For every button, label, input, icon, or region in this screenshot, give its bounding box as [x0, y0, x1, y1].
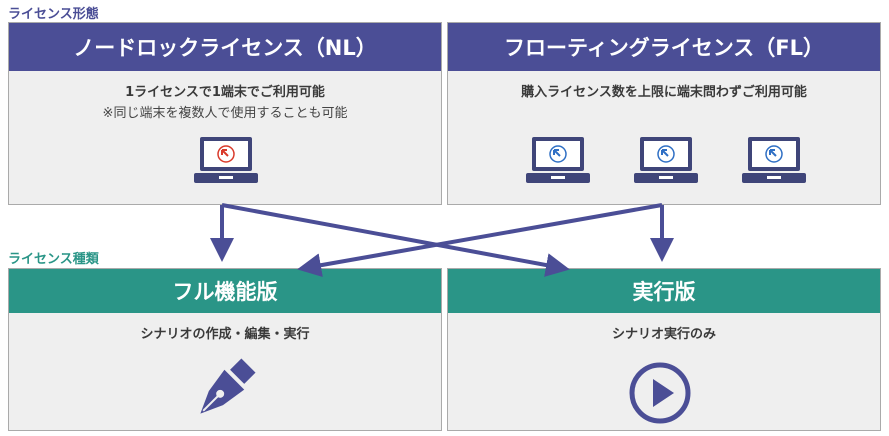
- runtime-version-title: 実行版: [448, 269, 880, 313]
- runtime-version-desc: シナリオ実行のみ: [448, 323, 880, 342]
- license-kinds-label: ライセンス種類: [8, 252, 99, 267]
- runtime-version-line1: シナリオ実行のみ: [611, 327, 716, 342]
- runtime-version-box: 実行版 シナリオ実行のみ: [447, 268, 881, 431]
- laptop-icon: [634, 137, 698, 183]
- floating-title: フローティングライセンス（FL）: [448, 23, 880, 71]
- node-lock-line1: 1ライセンスで1端末でご利用可能: [125, 85, 325, 100]
- laptop-icon: [526, 137, 590, 183]
- full-version-line1: シナリオの作成・編集・実行: [140, 327, 310, 342]
- floating-line1: 購入ライセンス数を上限に端末問わずご利用可能: [521, 85, 807, 100]
- full-version-box: フル機能版 シナリオの作成・編集・実行: [8, 268, 442, 431]
- laptop-icon: [194, 137, 258, 183]
- play-icon: [629, 362, 691, 424]
- laptop-icon: [742, 137, 806, 183]
- floating-box: フローティングライセンス（FL） 購入ライセンス数を上限に端末問わずご利用可能: [447, 22, 881, 205]
- node-lock-title: ノードロックライセンス（NL）: [9, 23, 441, 71]
- node-lock-line2: ※同じ端末を複数人で使用することも可能: [102, 106, 348, 121]
- pen-nib-icon: [200, 358, 256, 414]
- full-version-title: フル機能版: [9, 269, 441, 313]
- fl-to-full-arrow: [297, 203, 663, 278]
- node-lock-box: ノードロックライセンス（NL） 1ライセンスで1端末でご利用可能 ※同じ端末を複…: [8, 22, 442, 205]
- nl-to-runtime-arrow: [221, 203, 570, 277]
- full-version-desc: シナリオの作成・編集・実行: [9, 323, 441, 342]
- node-lock-desc: 1ライセンスで1端末でご利用可能 ※同じ端末を複数人で使用することも可能: [9, 81, 441, 121]
- license-types-label: ライセンス形態: [8, 7, 99, 22]
- floating-desc: 購入ライセンス数を上限に端末問わずご利用可能: [448, 81, 880, 100]
